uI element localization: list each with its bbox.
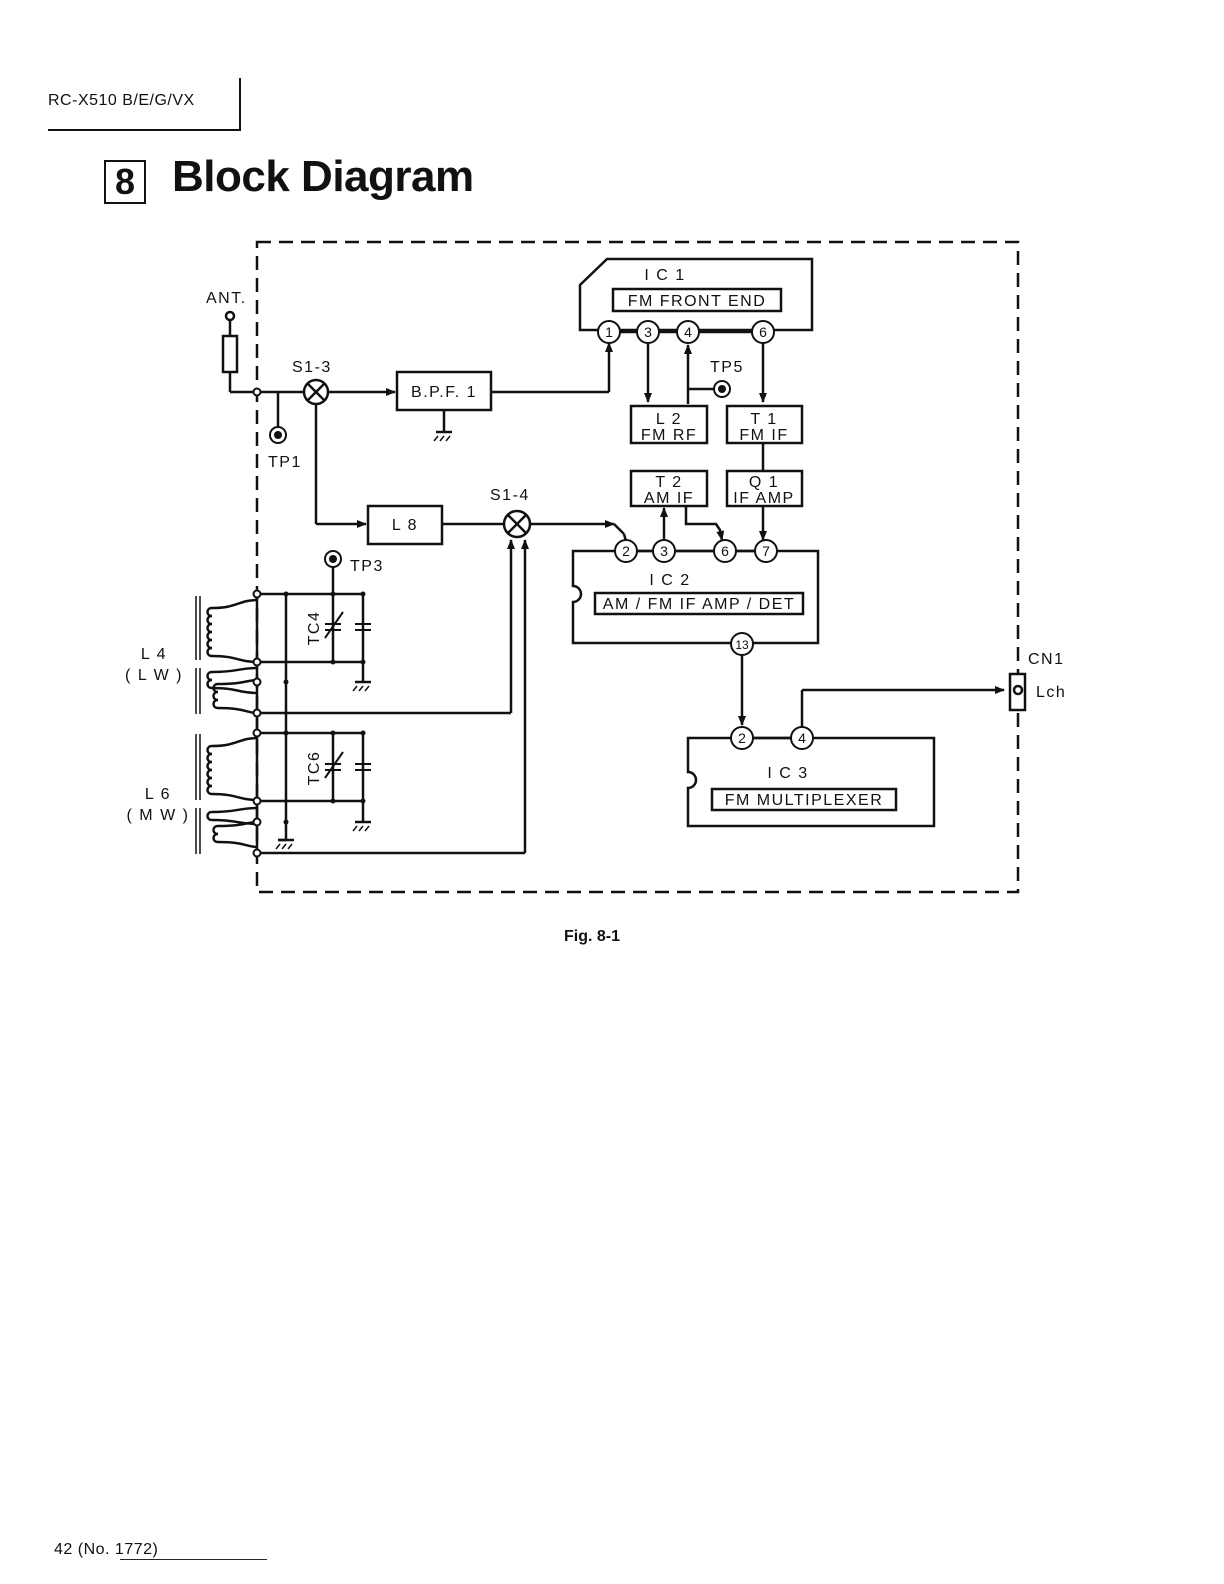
tc4-label: TC4 (306, 611, 323, 646)
t2-name: T 2 (655, 474, 682, 491)
l6-primary-coil (208, 738, 259, 800)
ic2-pin-3: 3 (660, 543, 668, 559)
ic1-pin-4: 4 (684, 324, 692, 340)
l6-name: L 6 (145, 786, 171, 803)
ic3-pin-2: 2 (738, 730, 746, 746)
l6-band: ( M W ) (127, 807, 190, 824)
cn1-label: CN1 (1028, 651, 1065, 668)
tc6-label: TC6 (306, 751, 323, 786)
s1-4-label: S1-4 (490, 487, 530, 504)
t2-function: AM IF (644, 490, 694, 507)
ic3-function: FM MULTIPLEXER (725, 792, 884, 809)
tp5-label: TP5 (710, 359, 744, 376)
antenna-label: ANT. (206, 290, 247, 307)
ic1-name: I C 1 (644, 267, 685, 284)
lch-label: Lch (1036, 684, 1066, 701)
antenna-jack (223, 336, 237, 372)
ic3-pin-4: 4 (798, 730, 806, 746)
ic1-pin-1: 1 (605, 324, 613, 340)
t1-name: T 1 (750, 411, 777, 428)
l4-primary-coil (208, 600, 259, 662)
tp3-label: TP3 (350, 558, 384, 575)
figure-caption: Fig. 8-1 (564, 928, 620, 946)
bpf1-label: B.P.F. 1 (411, 384, 477, 401)
ic2-function: AM / FM IF AMP / DET (603, 596, 795, 613)
test-point-tp3 (325, 551, 341, 567)
q1-function: IF AMP (733, 490, 794, 507)
l4-band: ( L W ) (125, 667, 183, 684)
l4-secondary-coil (214, 680, 259, 713)
ic2-pin-6: 6 (721, 543, 729, 559)
l8-label: L 8 (392, 517, 418, 534)
test-point-tp5 (714, 381, 730, 397)
tp1-label: TP1 (268, 454, 302, 471)
ic1-pin-3: 3 (644, 324, 652, 340)
q1-name: Q 1 (749, 474, 779, 491)
ic1-function: FM FRONT END (628, 293, 767, 310)
ic2-name: I C 2 (649, 572, 690, 589)
ic3-block (688, 738, 934, 826)
l2-function: FM RF (641, 427, 697, 444)
page-footer: 42 (No. 1772) (54, 1541, 158, 1559)
s1-3-label: S1-3 (292, 359, 332, 376)
l6-secondary-coil (214, 822, 259, 847)
ic1-pin-6: 6 (759, 324, 767, 340)
ic2-pin-7: 7 (762, 543, 770, 559)
footer-underline (120, 1559, 267, 1560)
l4-name: L 4 (141, 646, 167, 663)
ic3-name: I C 3 (767, 765, 808, 782)
l2-name: L 2 (656, 411, 682, 428)
ic2-pin-13: 13 (735, 638, 749, 652)
test-point-tp1 (270, 427, 286, 443)
ic2-pin-2: 2 (622, 543, 630, 559)
t1-function: FM IF (739, 427, 788, 444)
